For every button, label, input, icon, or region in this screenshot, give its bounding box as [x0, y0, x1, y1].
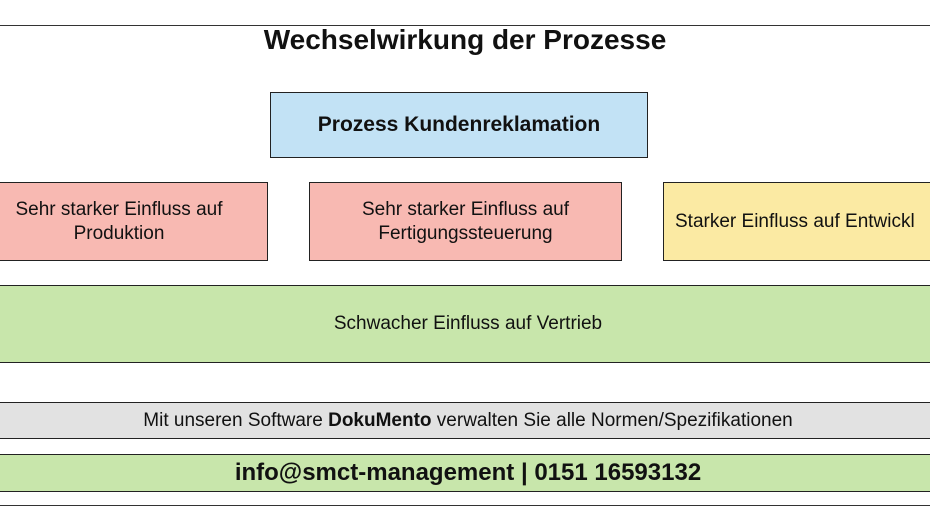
software-banner: Mit unseren Software DokuMento verwalten…: [0, 402, 930, 439]
diagram-title: Wechselwirkung der Prozesse: [263, 24, 667, 55]
software-prefix: Mit unseren Software: [143, 409, 329, 431]
process-box: Prozess Kundenreklamation: [270, 92, 648, 158]
contact-banner: info@smct-management | 0151 16593132: [0, 454, 930, 492]
weak-influence-label: Schwacher Einfluss auf Vertrieb: [333, 313, 603, 334]
software-banner-text: Mit unseren Software DokuMento verwalten…: [143, 409, 792, 433]
influence-box-produktion: Sehr starker Einfluss auf Produktion: [0, 182, 268, 261]
influence-box-label: Sehr starker Einfluss auf Fertigungssteu…: [362, 198, 569, 244]
software-suffix: verwalten Sie alle Normen/Spezifikatione…: [431, 409, 793, 431]
contact-text: info@smct-management | 0151 16593132: [234, 459, 702, 486]
top-divider: [0, 25, 930, 26]
influence-box-entwicklung: Starker Einfluss auf Entwickl: [663, 182, 930, 261]
software-name: DokuMento: [328, 409, 432, 431]
weak-influence-box: Schwacher Einfluss auf Vertrieb: [0, 285, 930, 363]
bottom-divider: [0, 505, 930, 506]
influence-box-label: Starker Einfluss auf Entwickl: [675, 210, 915, 232]
process-box-label: Prozess Kundenreklamation: [317, 113, 601, 136]
influence-box-label: Sehr starker Einfluss auf Produktion: [15, 198, 223, 244]
influence-box-fertigungssteuerung: Sehr starker Einfluss auf Fertigungssteu…: [309, 182, 622, 261]
